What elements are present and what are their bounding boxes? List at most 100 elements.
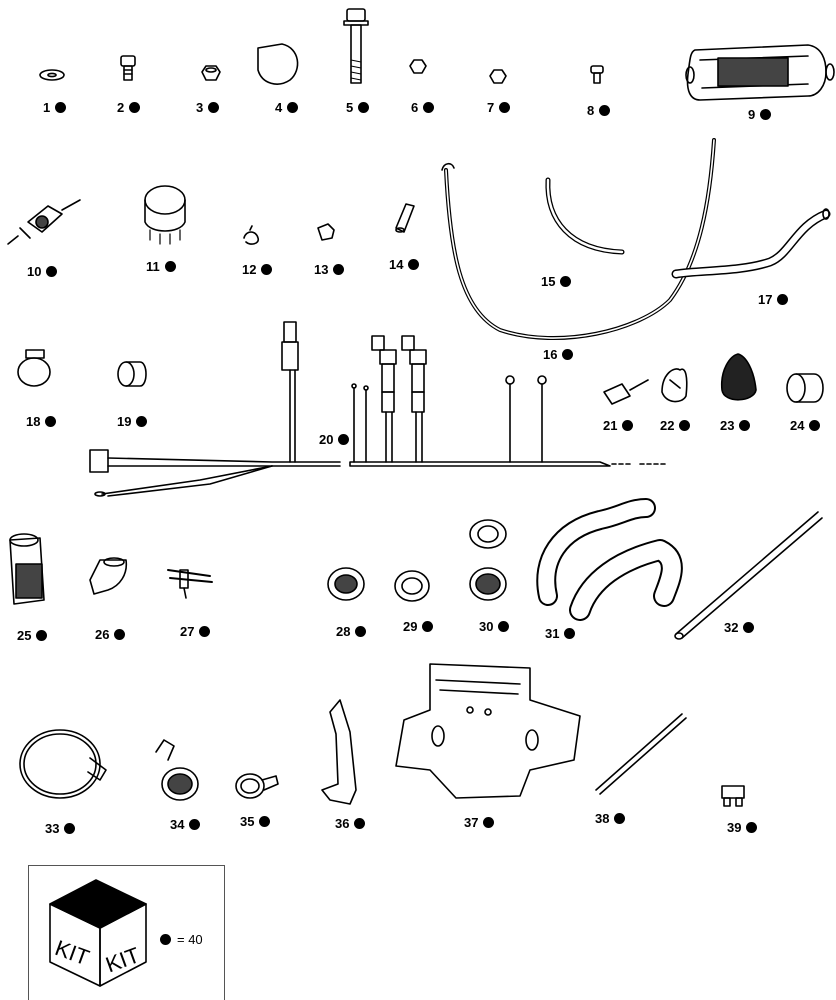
part-38-rod-icon (595, 713, 687, 795)
callout-26: 26 (95, 627, 126, 642)
callout-number: 15 (541, 274, 556, 289)
callout-number: 28 (336, 624, 351, 639)
part-36-bracket-icon (321, 699, 357, 805)
callout-number: 9 (748, 107, 756, 122)
callout-number: 34 (170, 817, 185, 832)
callout-number: 5 (346, 100, 354, 115)
callout-17: 17 (758, 292, 789, 307)
part-34-bracket-clamp-icon (155, 739, 199, 801)
callout-dot (64, 823, 76, 834)
callout-dot (679, 420, 691, 431)
callout-dot (760, 109, 772, 120)
part-9-heater-icon (685, 44, 835, 101)
callout-dot (46, 266, 58, 277)
part-16-fuel-line-icon (441, 138, 716, 341)
callout-20: 20 (319, 432, 350, 447)
callout-23: 23 (720, 418, 751, 433)
callout-number: 24 (790, 418, 805, 433)
part-7-nut-icon (489, 69, 507, 84)
callout-9: 9 (748, 107, 772, 122)
callout-number: 32 (724, 620, 739, 635)
kit-panel (28, 865, 225, 1000)
callout-31: 31 (545, 626, 576, 641)
callout-dot (622, 420, 634, 431)
part-10-fuel-pump-icon (7, 199, 81, 245)
callout-number: 33 (45, 821, 60, 836)
part-1-washer-icon (39, 69, 65, 81)
callout-14: 14 (389, 257, 420, 272)
callout-22: 22 (660, 418, 691, 433)
kit-box-icon (49, 879, 147, 987)
callout-dot (55, 102, 67, 113)
callout-dot (746, 822, 758, 833)
callout-8: 8 (587, 103, 611, 118)
part-5-long-bolt-icon (343, 8, 369, 84)
callout-27: 27 (180, 624, 211, 639)
callout-dot (743, 622, 755, 633)
callout-dot (36, 630, 48, 641)
callout-dot (355, 626, 367, 637)
callout-35: 35 (240, 814, 271, 829)
callout-3: 3 (196, 100, 220, 115)
part-11-switch-icon (144, 185, 186, 245)
callout-number: 4 (275, 100, 283, 115)
part-12-clip-icon (243, 225, 260, 245)
part-4-gasket-icon (257, 43, 299, 85)
callout-39: 39 (727, 820, 758, 835)
callout-dot (136, 416, 148, 427)
callout-dot (114, 629, 126, 640)
callout-10: 10 (27, 264, 58, 279)
part-14-grommet-icon (395, 203, 415, 233)
callout-number: 23 (720, 418, 735, 433)
callout-dot (599, 105, 611, 116)
callout-30: 30 (479, 619, 510, 634)
part-21-terminal-icon (603, 379, 649, 405)
callout-number: 1 (43, 100, 51, 115)
callout-number: 25 (17, 628, 32, 643)
part-32-rod-icon (674, 511, 823, 640)
callout-number: 38 (595, 811, 610, 826)
callout-number: 27 (180, 624, 195, 639)
callout-15: 15 (541, 274, 572, 289)
part-15-pipe-icon (545, 177, 625, 255)
part-6-nut-icon (409, 59, 427, 74)
callout-number: 13 (314, 262, 329, 277)
part-28-grille-icon (327, 567, 365, 601)
callout-12: 12 (242, 262, 273, 277)
part-37-mounting-plate-icon (395, 663, 581, 799)
callout-11: 11 (146, 259, 176, 274)
kit-legend-text: = 40 (177, 932, 203, 947)
callout-1: 1 (43, 100, 67, 115)
part-23-boot-icon (720, 353, 757, 401)
part-39-fuse-icon (721, 785, 745, 807)
part-19-sleeve-icon (117, 361, 147, 387)
callout-5: 5 (346, 100, 370, 115)
callout-7: 7 (487, 100, 511, 115)
part-33-band-clamp-icon (19, 729, 107, 799)
callout-number: 16 (543, 347, 558, 362)
callout-dot (338, 434, 350, 445)
callout-dot (129, 102, 141, 113)
callout-6: 6 (411, 100, 435, 115)
callout-number: 3 (196, 100, 204, 115)
callout-dot (483, 817, 495, 828)
callout-dot (408, 259, 420, 270)
callout-dot (562, 349, 574, 360)
part-18-clamp-icon (17, 349, 51, 387)
callout-dot (354, 818, 366, 829)
callout-36: 36 (335, 816, 366, 831)
callout-number: 19 (117, 414, 132, 429)
callout-dot (564, 628, 576, 639)
callout-dot (498, 621, 510, 632)
callout-number: 18 (26, 414, 41, 429)
callout-dot (560, 276, 572, 287)
part-24-sleeve-icon (786, 373, 824, 403)
part-2-bolt-icon (120, 55, 136, 81)
callout-number: 26 (95, 627, 110, 642)
callout-number: 7 (487, 100, 495, 115)
callout-25: 25 (17, 628, 48, 643)
callout-28: 28 (336, 624, 367, 639)
callout-number: 29 (403, 619, 418, 634)
callout-number: 31 (545, 626, 560, 641)
